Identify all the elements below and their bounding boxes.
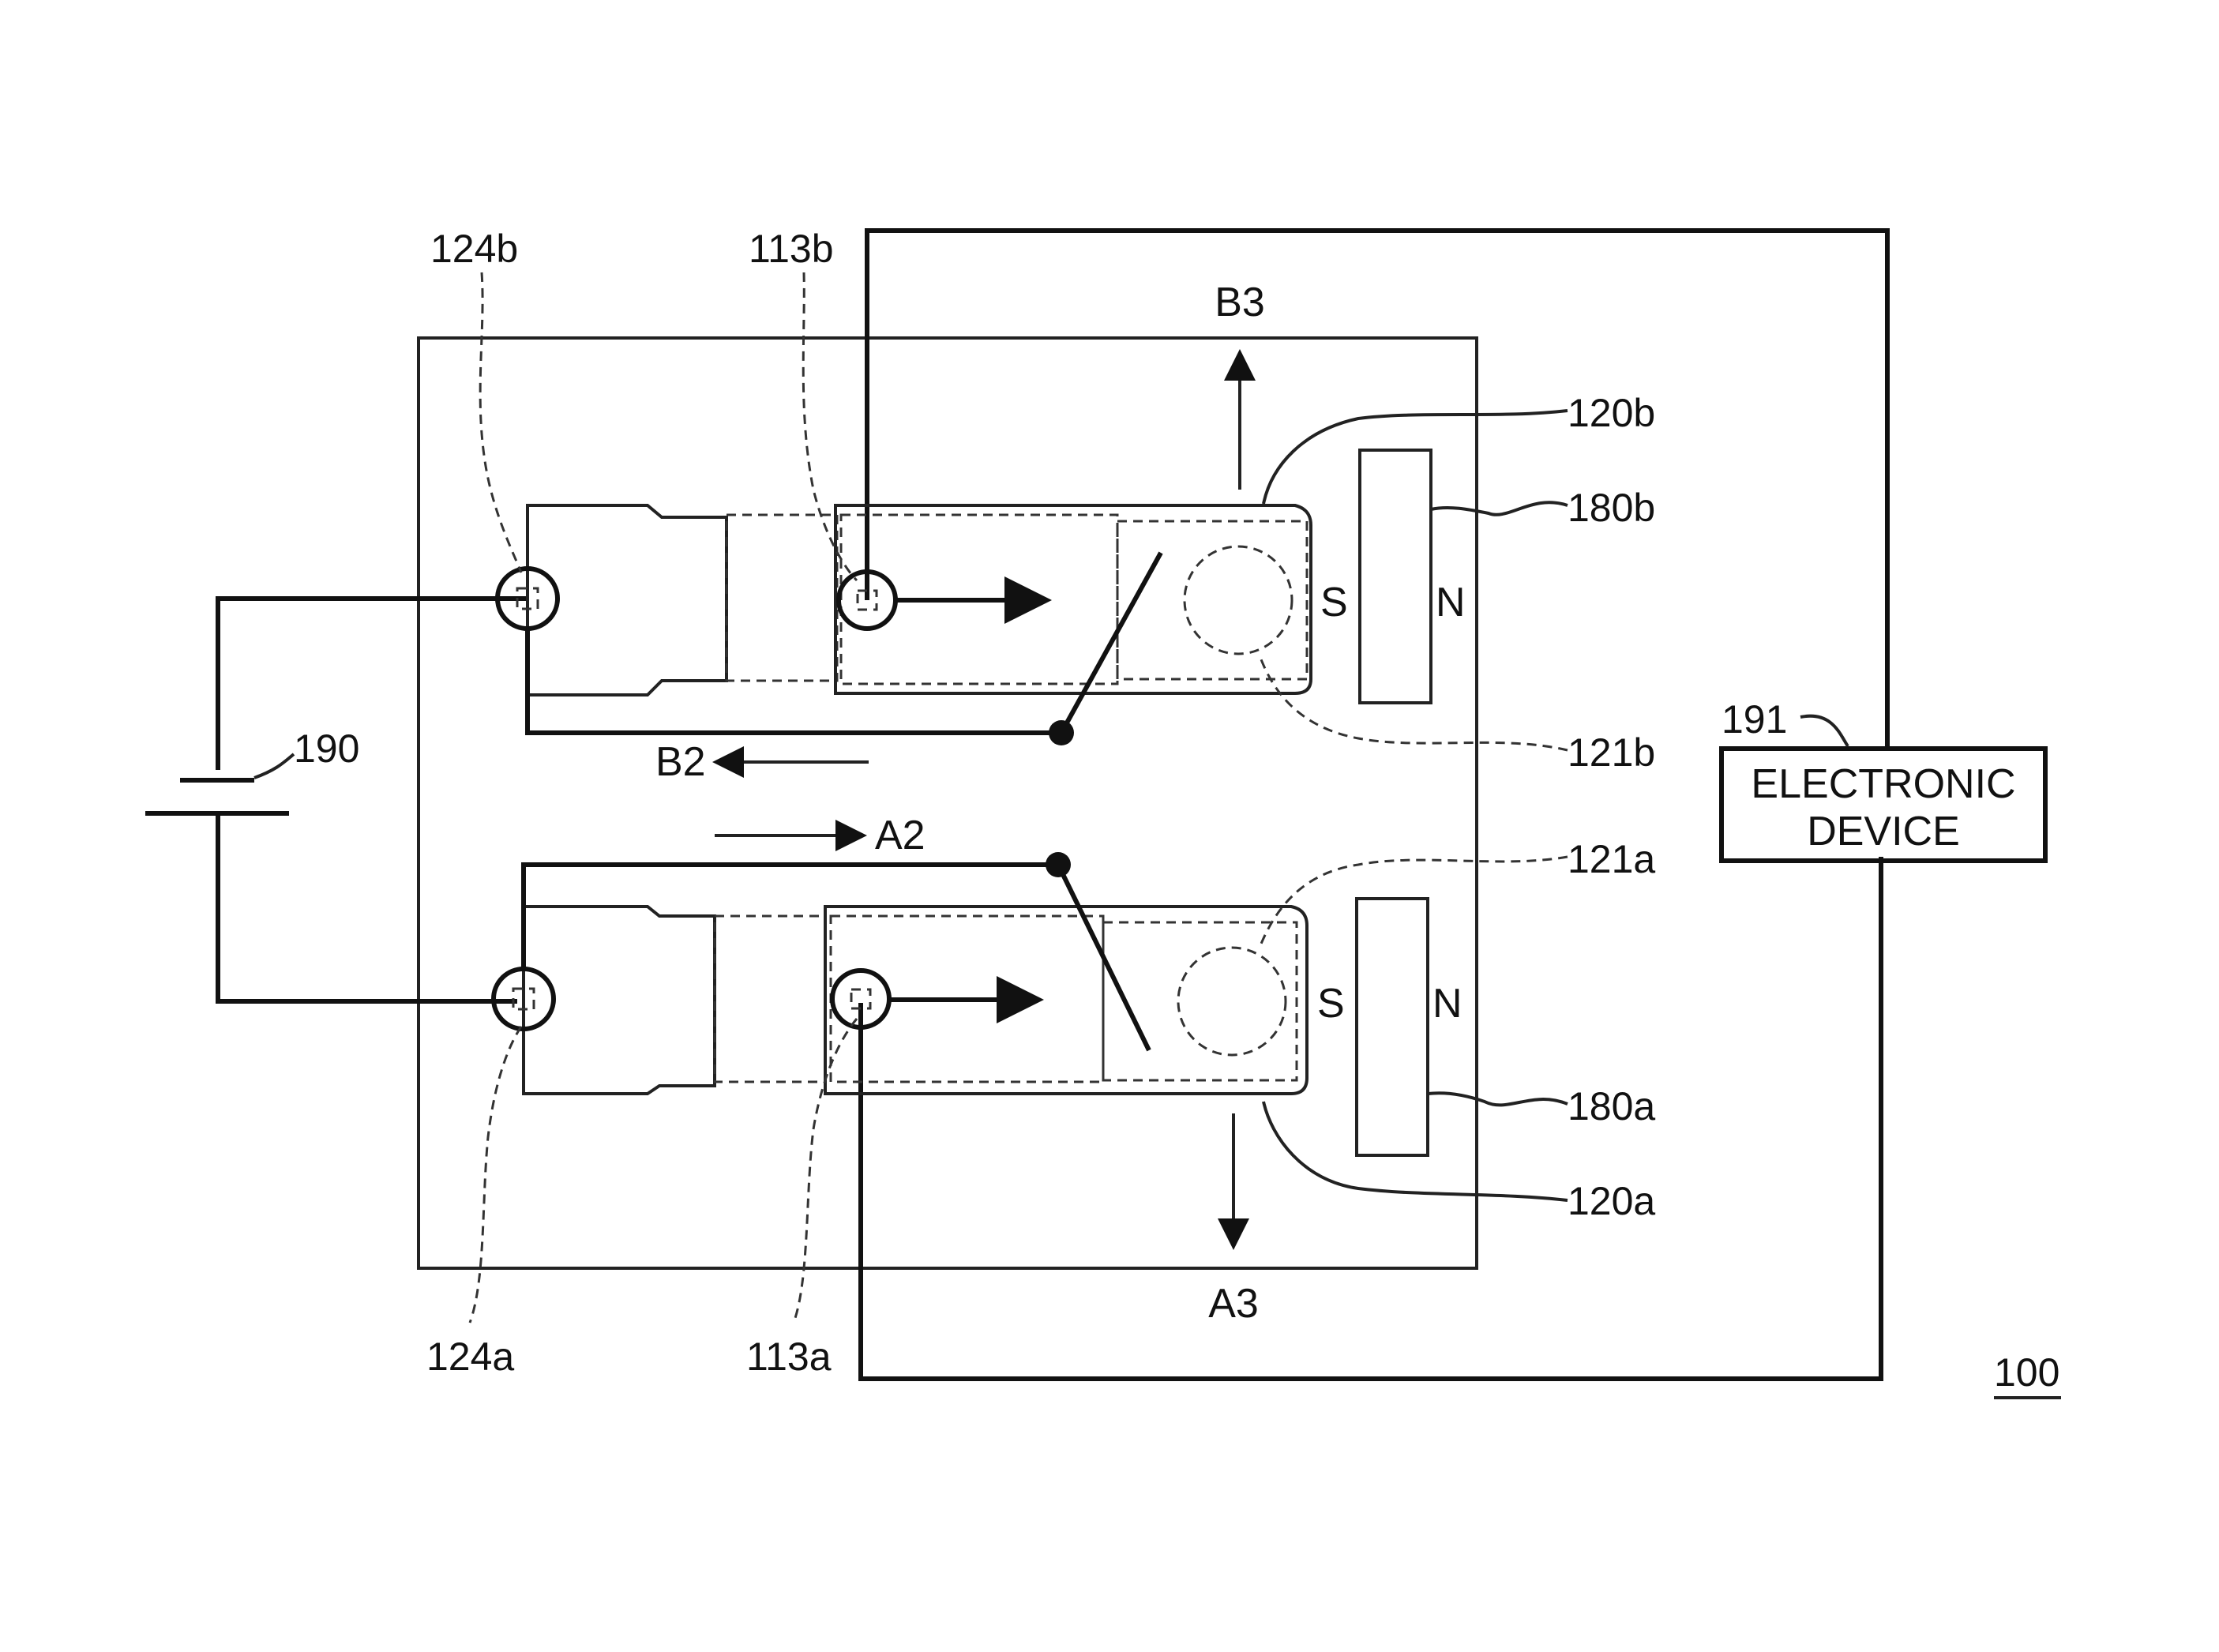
pole-s-bottom: S xyxy=(1317,981,1345,1027)
leader-180b xyxy=(1431,502,1568,515)
battery-wire-top xyxy=(218,599,528,770)
pole-n-top: N xyxy=(1436,580,1466,625)
label-120b: 120b xyxy=(1568,391,1655,435)
label-113a: 113a xyxy=(746,1335,832,1379)
circle-121a xyxy=(1178,948,1286,1055)
label-b3: B3 xyxy=(1215,280,1265,325)
device-line1: ELECTRONIC xyxy=(1751,761,2015,807)
pole-s-top: S xyxy=(1320,580,1348,625)
device-line2: DEVICE xyxy=(1807,809,1960,854)
slider-b-inner-2 xyxy=(1117,521,1307,679)
label-191: 191 xyxy=(1722,697,1787,742)
strip-a-mid xyxy=(715,916,825,1082)
housing-frame xyxy=(419,338,1477,1268)
strip-b-mid xyxy=(727,515,837,681)
label-124a: 124a xyxy=(426,1335,514,1379)
switch-a: S N A3 A2 xyxy=(494,813,1462,1327)
wire-bottom xyxy=(861,857,1881,1379)
label-180a: 180a xyxy=(1568,1084,1655,1128)
label-121a: 121a xyxy=(1568,837,1655,881)
switch-b: S N B3 B2 xyxy=(497,280,1466,785)
leader-113b xyxy=(803,272,857,580)
leader-124b xyxy=(480,272,521,573)
slider-a-inner-2 xyxy=(1103,922,1297,1080)
label-190: 190 xyxy=(294,727,359,771)
circle-121b xyxy=(1185,546,1292,654)
leader-120a xyxy=(1263,1102,1568,1200)
label-100: 100 xyxy=(1994,1350,2059,1395)
label-113b: 113b xyxy=(749,227,834,271)
wire-top xyxy=(867,231,1887,750)
leader-124a xyxy=(470,1027,521,1323)
battery-wire-bottom xyxy=(218,813,517,1001)
label-120a: 120a xyxy=(1568,1179,1655,1223)
label-b2: B2 xyxy=(655,739,706,785)
leader-191 xyxy=(1800,716,1848,746)
label-a3: A3 xyxy=(1208,1281,1259,1327)
magnet-180a xyxy=(1357,899,1428,1155)
leader-120b xyxy=(1263,411,1568,504)
magnet-180b xyxy=(1360,450,1431,703)
label-124b: 124b xyxy=(430,227,518,271)
contact-arm-b xyxy=(1061,553,1161,733)
label-121b: 121b xyxy=(1568,730,1655,775)
label-a2: A2 xyxy=(875,813,926,858)
leader-190 xyxy=(254,754,294,778)
label-180b: 180b xyxy=(1568,486,1655,530)
leader-180a xyxy=(1428,1093,1568,1105)
pole-n-bottom: N xyxy=(1432,981,1462,1027)
